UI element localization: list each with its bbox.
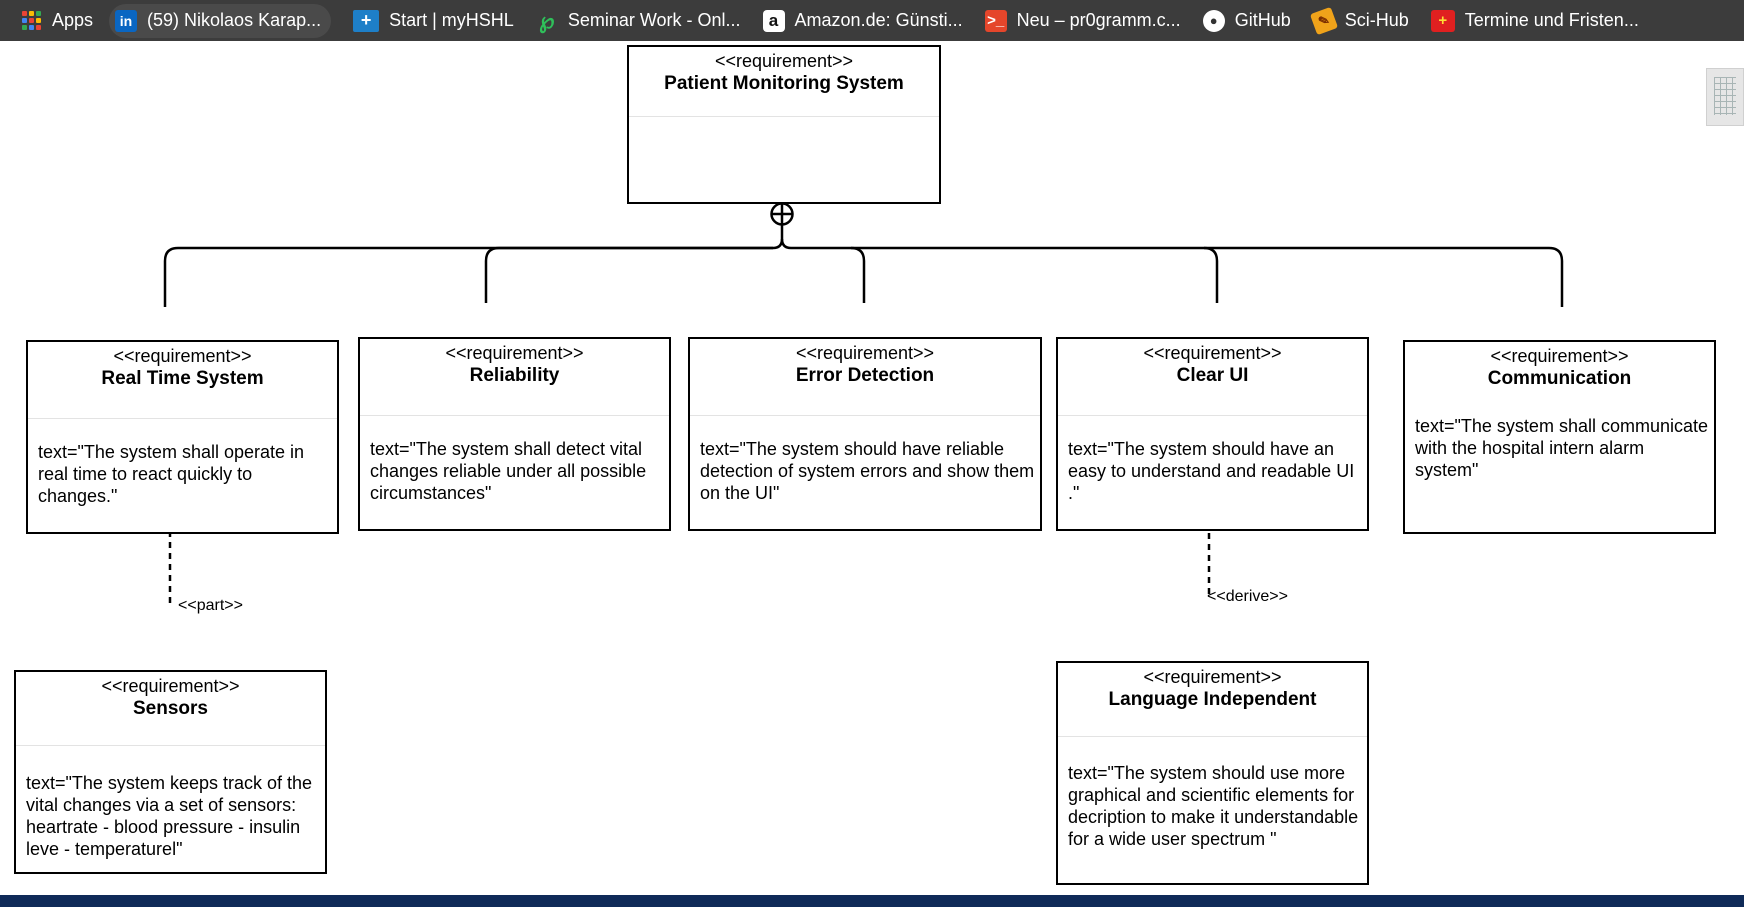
amazon-icon: a [762,9,785,32]
requirement-text: text="The system should have an easy to … [1068,439,1355,503]
terminal-icon: >_ [984,9,1007,32]
bookmark-label: Seminar Work - Onl... [567,10,741,30]
requirement-text: text="The system should have reliable de… [700,439,1035,503]
requirement-communication[interactable]: <<requirement>> Communication text="The … [1403,340,1716,534]
bookmark-termine[interactable]: + Termine und Fristen... [1430,4,1639,38]
scihub-icon: ✎ [1309,6,1338,35]
requirement-header: <<requirement>> Patient Monitoring Syste… [629,47,939,117]
stereotype-label: <<requirement>> [101,676,240,696]
bookmark-label: Amazon.de: Günsti... [794,10,963,30]
bookmark-seminar-work[interactable]: ℘ Seminar Work - Onl... [536,4,741,38]
stereotype-label: <<requirement>> [445,343,584,363]
requirement-language-independent[interactable]: <<requirement>> Language Independent tex… [1056,661,1369,885]
bookmark-label: (59) Nikolaos Karap... [147,10,322,30]
stereotype-label: <<requirement>> [795,343,935,363]
part-edge-label: <<part>> [178,597,243,614]
requirement-text: text="The system shall detect vital chan… [370,439,647,503]
github-icon: ● [1202,9,1225,32]
requirement-header: <<requirement>> Communication [1405,342,1714,392]
requirement-patient-monitoring-system[interactable]: <<requirement>> Patient Monitoring Syste… [627,45,941,204]
requirement-name: Clear UI [1176,365,1249,386]
stereotype-label: <<requirement>> [1490,346,1629,366]
edge-root-com [1204,246,1564,307]
hshl-icon: + [353,9,380,32]
linkedin-icon: in [115,9,138,32]
requirement-reliability[interactable]: <<requirement>> Reliability text="The sy… [358,337,671,531]
requirement-clear-ui[interactable]: <<requirement>> Clear UI text="The syste… [1056,337,1369,531]
bookmark-myhshl[interactable]: + Start | myHSHL [353,4,514,38]
requirement-text: text="The system keeps track of the vita… [26,773,313,859]
requirement-header: <<requirement>> Clear UI [1058,339,1367,416]
flag-icon: + [1430,9,1455,32]
bookmark-pr0gramm[interactable]: >_ Neu – pr0gramm.c... [984,4,1181,38]
stereotype-label: <<requirement>> [1143,667,1282,687]
containment-tree [163,202,1564,307]
requirement-text: text="The system shall operate in real t… [38,442,305,506]
bookmark-label: GitHub [1234,10,1291,30]
edge-root-cui [851,246,1219,303]
outline-grid-icon [1714,77,1736,115]
seminar-leaf-icon: ℘ [539,7,555,33]
requirement-name: Communication [1487,368,1632,389]
requirement-header: <<requirement>> Language Independent [1058,663,1367,737]
stereotype-label: <<requirement>> [113,346,252,366]
requirement-header: <<requirement>> Sensors [16,672,325,746]
apps-grid-icon [20,10,42,32]
bookmark-apps[interactable]: Apps [20,4,93,38]
requirement-header: <<requirement>> Real Time System [28,342,337,419]
requirement-name: Patient Monitoring System [664,73,904,94]
stereotype-label: <<requirement>> [1143,343,1282,363]
bookmark-label: Neu – pr0gramm.c... [1016,10,1181,30]
bookmark-amazon[interactable]: a Amazon.de: Günsti... [762,4,963,38]
bookmark-github[interactable]: ● GitHub [1202,4,1291,38]
outline-panel-toggle[interactable] [1706,68,1744,126]
bookmarks-bar: Apps in (59) Nikolaos Karap... + Start |… [0,0,1744,41]
taskbar [0,895,1744,907]
diagram-canvas[interactable]: <<requirement>> Patient Monitoring Syste… [13,41,1729,895]
bookmark-linkedin[interactable]: in (59) Nikolaos Karap... [109,3,332,38]
derive-edge-label: <<derive>> [1207,588,1288,605]
requirement-sensors[interactable]: <<requirement>> Sensors text="The system… [14,670,327,874]
edge-root-rts [163,224,784,307]
requirement-header: <<requirement>> Error Detection [690,339,1040,416]
requirement-header: <<requirement>> Reliability [360,339,669,416]
edge-root-rel [484,246,773,303]
requirement-error-detection[interactable]: <<requirement>> Error Detection text="Th… [688,337,1042,531]
stereotype-label: <<requirement>> [714,51,854,71]
requirement-name: Reliability [469,365,560,386]
requirement-name: Sensors [133,698,208,719]
requirement-real-time-system[interactable]: <<requirement>> Real Time System text="T… [26,340,339,534]
bookmark-label: Termine und Fristen... [1464,10,1639,30]
requirement-name: Real Time System [101,368,264,389]
bookmark-label: Apps [52,10,94,30]
bookmark-scihub[interactable]: ✎ Sci-Hub [1309,4,1409,38]
requirement-name: Language Independent [1108,689,1317,710]
requirement-name: Error Detection [795,365,935,386]
bookmark-label: Start | myHSHL [389,10,514,30]
bookmark-label: Sci-Hub [1344,10,1409,30]
requirement-text: text="The system should use more graphic… [1068,763,1359,849]
requirement-text: text="The system shall communicate with … [1415,416,1709,480]
